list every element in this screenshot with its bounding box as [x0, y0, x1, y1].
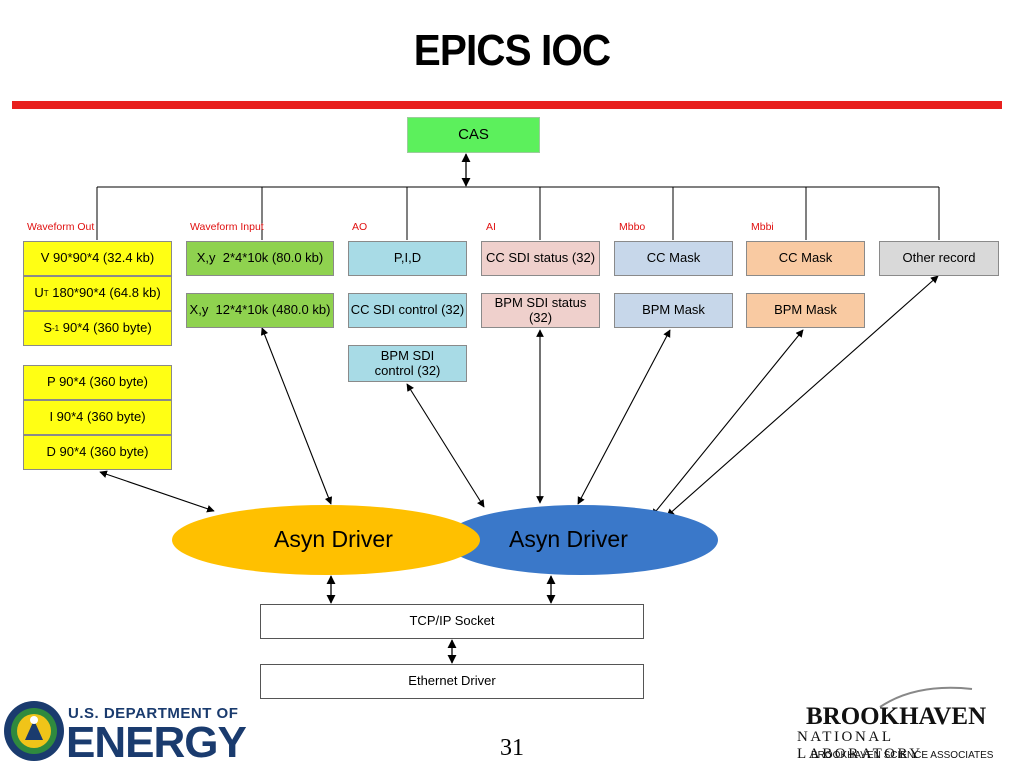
- record-i-waveform: I 90*4 (360 byte): [23, 400, 172, 435]
- doe-line2: ENERGY: [66, 718, 247, 767]
- category-waveform-input: Waveform Input: [190, 221, 264, 233]
- doe-line1: U.S. DEPARTMENT OF: [68, 705, 239, 722]
- ethernet-driver-box: Ethernet Driver: [260, 664, 644, 699]
- brookhaven-swoosh-logo: [879, 686, 973, 708]
- record-bpm-sdi-control: BPM SDI control (32): [348, 345, 467, 382]
- doe-seal-logo: [4, 701, 64, 761]
- category-waveform-out: Waveform Out: [27, 221, 95, 233]
- slide-title: EPICS IOC: [413, 26, 611, 75]
- title-divider-bar: [12, 101, 1002, 109]
- record-cc-sdi-status: CC SDI status (32): [481, 241, 600, 276]
- record-s-sup: -1: [52, 323, 60, 333]
- record-mbbi-bpm-mask: BPM Mask: [746, 293, 865, 328]
- record-xy-waveform-80kb: X,y 2*4*10k (80.0 kb): [186, 241, 334, 276]
- record-mbbo-cc-mask: CC Mask: [614, 241, 733, 276]
- record-cc-sdi-control: CC SDI control (32): [348, 293, 467, 328]
- record-pid: P,I,D: [348, 241, 467, 276]
- category-mbbo: Mbbo: [619, 221, 646, 233]
- record-xy-waveform-480kb: X,y 12*4*10k (480.0 kb): [186, 293, 334, 328]
- page-number: 31: [500, 735, 524, 761]
- record-s-waveform: S-1 90*4 (360 byte): [23, 311, 172, 346]
- record-v-waveform: V 90*90*4 (32.4 kb): [23, 241, 172, 276]
- asyn-driver-right-label: Asyn Driver: [509, 526, 628, 552]
- record-mbbi-cc-mask: CC Mask: [746, 241, 865, 276]
- category-ao: AO: [352, 221, 368, 233]
- cas-box: CAS: [407, 117, 540, 153]
- record-d-waveform: D 90*4 (360 byte): [23, 435, 172, 470]
- asyn-driver-left-shape: [172, 505, 480, 575]
- record-ut-base: U: [34, 285, 44, 301]
- record-s-base: S: [43, 320, 53, 336]
- bnl-line3: BROOKHAVEN SCIENCE ASSOCIATES: [811, 750, 994, 761]
- record-ut-rest: 180*90*4 (64.8 kb): [48, 285, 161, 301]
- category-mbbi: Mbbi: [751, 221, 774, 233]
- category-ai: AI: [486, 221, 496, 233]
- bnl-line1: BROOKHAVEN: [806, 703, 987, 730]
- asyn-driver-right-shape: [444, 505, 718, 575]
- record-s-rest: 90*4 (360 byte): [59, 320, 152, 336]
- record-ut-sup: T: [43, 288, 49, 298]
- record-mbbo-bpm-mask: BPM Mask: [614, 293, 733, 328]
- tcpip-socket-box: TCP/IP Socket: [260, 604, 644, 639]
- record-p-waveform: P 90*4 (360 byte): [23, 365, 172, 400]
- bnl-line2: NATIONAL LABORATORY: [797, 729, 923, 762]
- asyn-driver-ellipses: [172, 505, 718, 575]
- record-bpm-sdi-status: BPM SDI status (32): [481, 293, 600, 328]
- record-other: Other record: [879, 241, 999, 276]
- asyn-driver-left-label: Asyn Driver: [274, 526, 393, 552]
